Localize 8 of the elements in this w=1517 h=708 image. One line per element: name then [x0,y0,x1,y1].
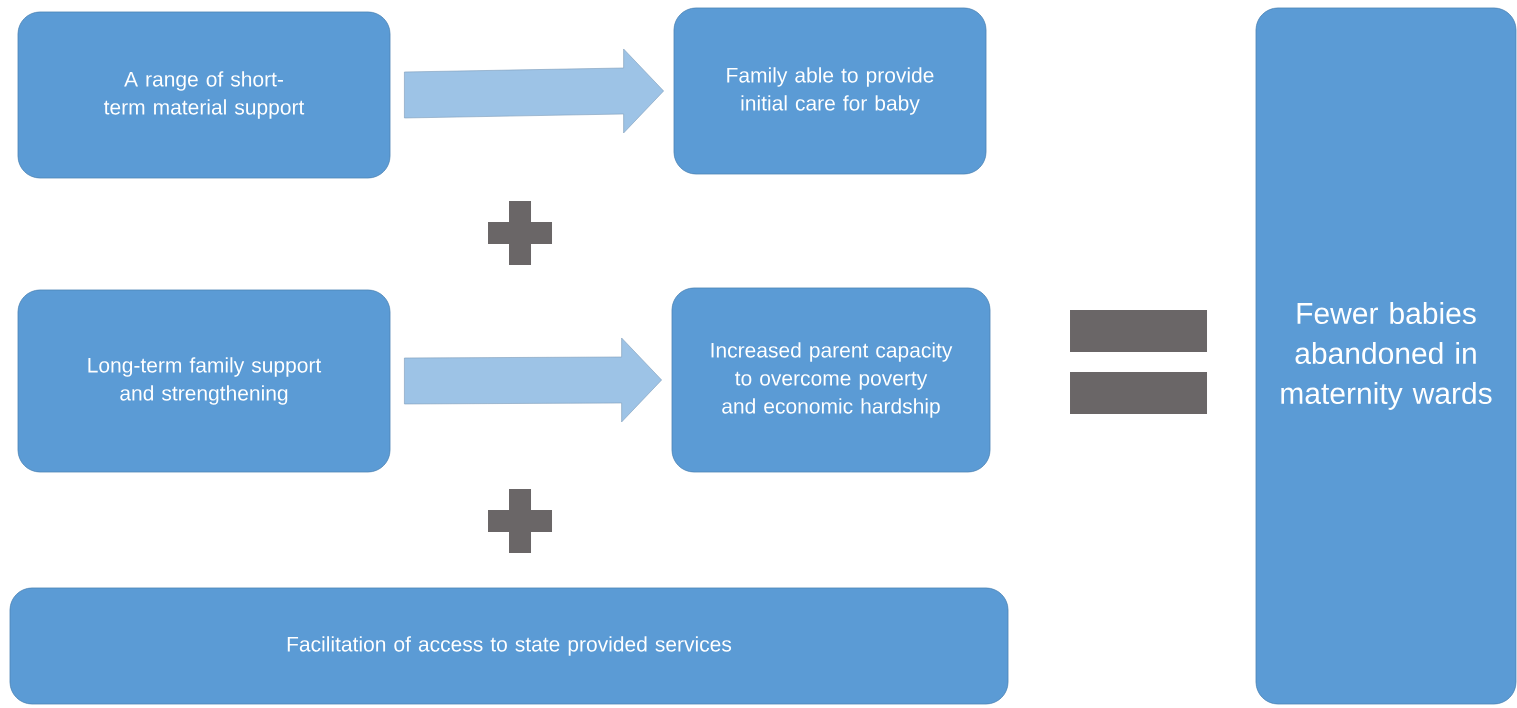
process-box: A range of short-term material support [17,11,391,179]
process-box: Facilitation of access to state provided services [9,587,1009,705]
process-box: Fewer babies abandoned in maternity wards [1255,7,1517,705]
process-box: Family able to provide initial care for baby [673,7,987,175]
block-arrow [404,337,662,423]
process-box: Long-term family support and strengthening [17,289,391,473]
process-box: Increased parent capacity to overcome poverty and economic hardship [671,287,991,473]
block-arrow [404,48,664,134]
